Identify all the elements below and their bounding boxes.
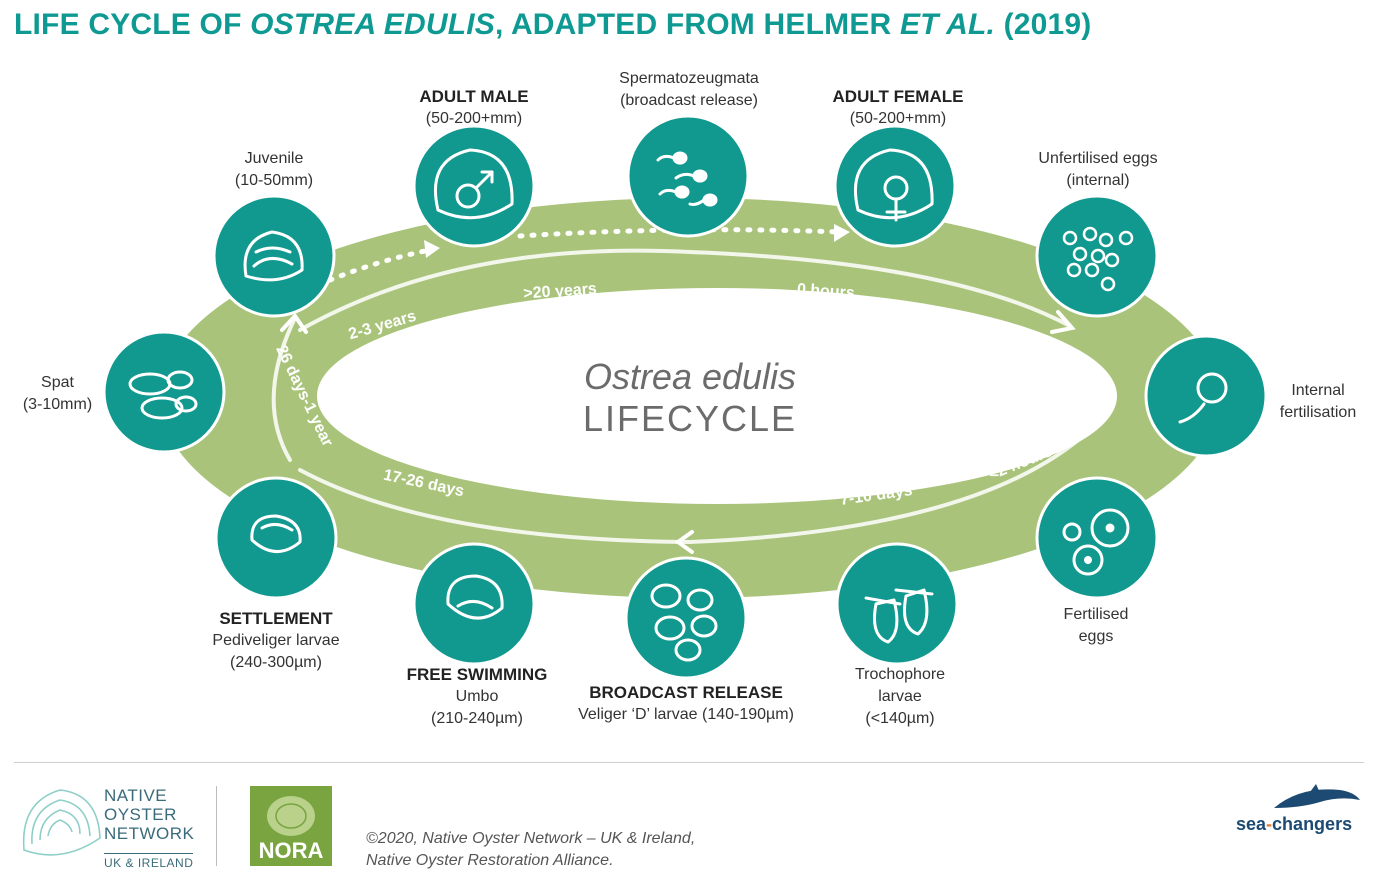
arrow-heads <box>280 138 1076 554</box>
male-oyster-icon <box>433 148 514 220</box>
label-spat: Spat(3-10mm) <box>22 374 93 413</box>
settlement-circle <box>214 476 338 600</box>
spermatozeugmata-circle <box>626 114 750 238</box>
label-adult-male: ADULT MALE(50-200+mm) <box>419 87 529 127</box>
page-title: LIFE CYCLE OF OSTREA EDULIS, ADAPTED FRO… <box>14 8 1092 41</box>
juvenile-circle <box>212 194 336 318</box>
stage-circles <box>102 114 1268 680</box>
center-title: Ostrea edulis LIFECYCLE <box>520 356 860 440</box>
center-title-species: Ostrea edulis <box>583 356 797 397</box>
nora-logo-icon <box>250 786 332 866</box>
fertilisation-icon <box>1178 372 1228 424</box>
female-oyster-icon <box>853 148 934 222</box>
spat-shells-icon <box>128 370 198 420</box>
sea-changers-dolphin-icon <box>1274 784 1360 808</box>
pediveliger-icon <box>250 514 302 553</box>
sperm-icon <box>656 151 718 207</box>
internal-fertilisation-circle <box>1144 334 1268 458</box>
unfertilised-eggs-circle <box>1035 194 1159 318</box>
fertilised-eggs-icon <box>1062 508 1130 576</box>
eggs-icon <box>1062 226 1134 292</box>
fertilised-eggs-circle <box>1035 476 1159 600</box>
logo-separator <box>216 786 217 866</box>
network-region: UK & IRELAND <box>104 853 194 870</box>
duration-label: >20 years <box>523 280 598 302</box>
veliger-larvae-icon <box>650 583 718 662</box>
label-adult-female: ADULT FEMALE(50-200+mm) <box>832 87 964 127</box>
footer-divider <box>14 762 1364 763</box>
label-spermatozeugmata: Spermatozeugmata(broadcast release) <box>619 70 759 109</box>
duration-label: 0 hours <box>796 281 855 302</box>
center-title-lifecycle: LIFECYCLE <box>582 398 798 439</box>
label-juvenile: Juvenile(10-50mm) <box>234 150 314 189</box>
label-unfertilised-eggs: Unfertilised eggs(internal) <box>1038 150 1158 189</box>
nora-wordmark: NORA <box>258 838 324 863</box>
native-oyster-network-logo-icon <box>22 789 101 856</box>
dotted-arrow-heads <box>424 224 850 258</box>
adult-female-circle <box>833 124 957 248</box>
free-swimming-circle <box>412 542 536 666</box>
lifecycle-inner-oval <box>317 288 1117 504</box>
sea-changers-logo: sea-changers <box>1236 814 1353 834</box>
juvenile-shell-icon <box>243 230 304 282</box>
network-name: NATIVE OYSTER NETWORK <box>104 786 195 843</box>
trochophore-icon <box>864 588 934 644</box>
umbo-shell-icon <box>446 574 504 620</box>
flow-arrows <box>271 148 1092 545</box>
copyright-text: ©2020, Native Oyster Network – UK & Irel… <box>366 830 696 869</box>
